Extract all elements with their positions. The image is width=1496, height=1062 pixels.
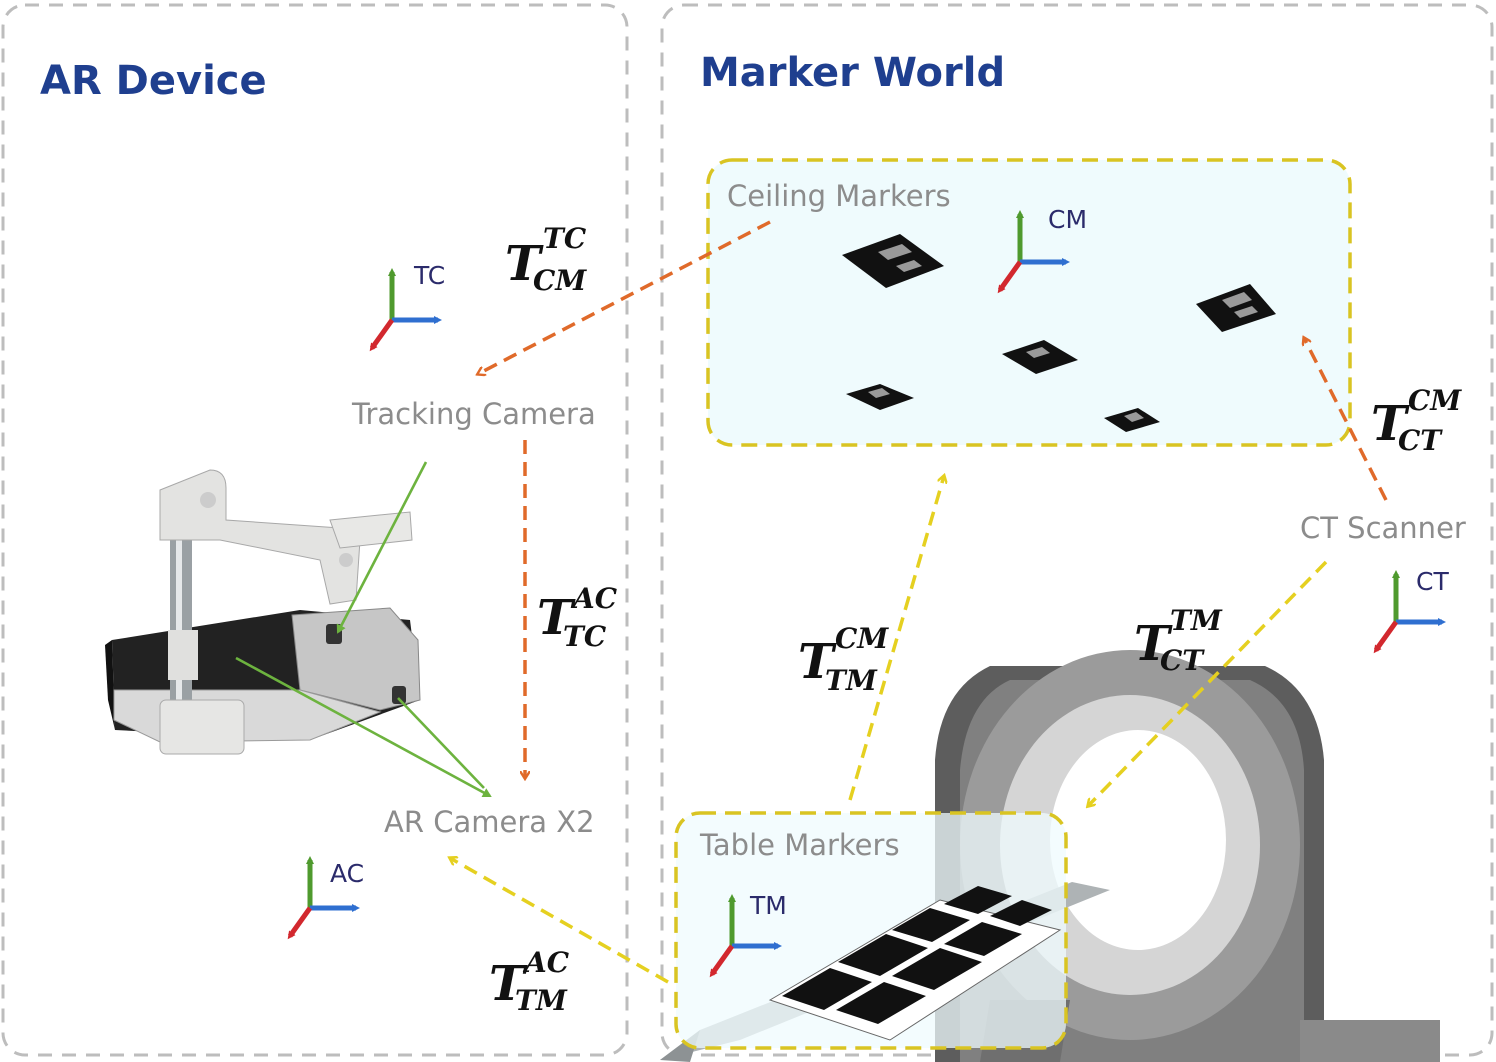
ct-scanner-label: CT Scanner — [1300, 511, 1466, 545]
aruco-marker-icon — [782, 886, 1052, 1024]
svg-text:T: T — [1371, 396, 1410, 452]
svg-text:T: T — [798, 634, 837, 690]
camera-correspondence-lines — [235, 461, 492, 798]
transform-label-tm-ct: T TM CT — [1134, 604, 1223, 677]
svg-text:CM: CM — [533, 264, 587, 297]
svg-text:TM: TM — [515, 984, 568, 1017]
ceiling-markers-label: Ceiling Markers — [727, 179, 951, 213]
aruco-marker-icon — [846, 384, 914, 410]
ar-camera-label: AR Camera X2 — [384, 805, 595, 839]
svg-text:T: T — [1134, 616, 1173, 672]
svg-text:T: T — [505, 236, 544, 292]
svg-text:T: T — [489, 956, 528, 1012]
frame-label-cm: CM — [1048, 205, 1087, 234]
svg-text:TM: TM — [1170, 604, 1223, 637]
tracking-camera-label: Tracking Camera — [351, 397, 596, 431]
frame-label-tc: TC — [413, 261, 445, 290]
aruco-marker-icon — [842, 234, 944, 288]
frame-label-tm: TM — [749, 891, 787, 920]
frame-label-ac: AC — [330, 859, 364, 888]
transform-label-cm-ct: T CM CT — [1371, 384, 1462, 457]
svg-text:CT: CT — [1398, 424, 1443, 457]
transform-label-ac-tm: T AC TM — [489, 946, 570, 1017]
svg-text:CM: CM — [835, 622, 889, 655]
svg-text:TM: TM — [825, 664, 878, 697]
svg-text:AC: AC — [570, 582, 618, 615]
transform-label-tc-cm: T TC CM — [505, 222, 587, 297]
transform-arrows — [450, 220, 1388, 984]
ar-device-panel: AR Device — [1, 3, 629, 1057]
svg-text:TC: TC — [543, 222, 587, 255]
aruco-marker-icon — [1196, 284, 1276, 332]
svg-text:AC: AC — [522, 946, 570, 979]
transform-label-cm-tm: T CM TM — [798, 622, 889, 697]
aruco-marker-icon — [1002, 340, 1078, 374]
frame-label-ct: CT — [1416, 567, 1449, 596]
table-markers-label: Table Markers — [699, 828, 900, 862]
svg-text:TC: TC — [563, 620, 607, 653]
marker-world-title: Marker World — [700, 50, 1005, 96]
marker-world-panel: Marker World — [660, 3, 1494, 1057]
transform-label-ac-tc: T AC TC — [537, 582, 618, 653]
ceiling-markers-region: Ceiling Markers CM — [706, 158, 1352, 447]
ar-device-title: AR Device — [40, 58, 267, 104]
svg-text:CM: CM — [1408, 384, 1462, 417]
table-markers-region: Table Markers TM — [674, 811, 1068, 1050]
aruco-marker-icon — [1104, 408, 1160, 432]
ar-device-photo — [105, 469, 421, 755]
svg-text:CT: CT — [1160, 644, 1205, 677]
svg-text:T: T — [537, 590, 576, 646]
